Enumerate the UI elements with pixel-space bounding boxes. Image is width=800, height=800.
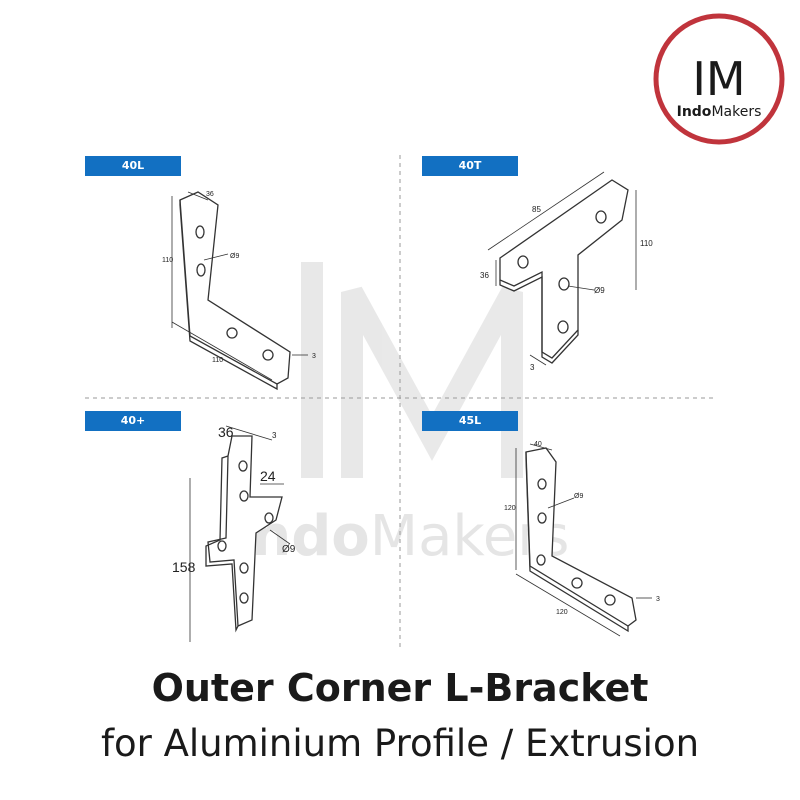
bracket-40L-dimensions: 36 110 110 Ø9 3 bbox=[162, 191, 316, 364]
brand-logo: IM IndoMakers bbox=[653, 13, 785, 145]
bracket-45L-dim: Ø9 bbox=[574, 493, 583, 500]
bracket-45L-dim: 120 bbox=[556, 609, 568, 616]
bracket-40L-dim: 110 bbox=[212, 357, 223, 364]
bracket-40L-plate bbox=[179, 191, 291, 385]
tag-40plus: 40+ bbox=[85, 411, 181, 431]
bracket-40L-edge bbox=[179, 200, 278, 391]
bracket-45L-hole bbox=[604, 594, 616, 606]
bracket-45L-hole bbox=[537, 512, 547, 524]
bracket-45L-plate bbox=[525, 447, 637, 627]
bracket-40T-edge bbox=[499, 275, 579, 364]
logo-wordmark: IndoMakers bbox=[677, 104, 762, 120]
bracket-40T-dim: Ø9 bbox=[594, 286, 605, 295]
bracket-45L-drawing bbox=[515, 443, 652, 637]
quadrant-dividers bbox=[85, 155, 715, 650]
bracket-40T-dim: 3 bbox=[530, 363, 535, 372]
bracket-40T-dim: 36 bbox=[480, 271, 489, 280]
bracket-40L-drawing bbox=[171, 191, 308, 391]
bracket-40plus-edge bbox=[205, 455, 239, 633]
product-title: Outer Corner L-Bracket bbox=[151, 666, 649, 710]
bracket-40T-drawing bbox=[487, 171, 637, 366]
bracket-40L-dim: 110 bbox=[162, 257, 173, 264]
bracket-40plus-drawing bbox=[189, 425, 291, 642]
watermark-monogram bbox=[301, 262, 523, 478]
logo-ring bbox=[653, 13, 785, 145]
bracket-40plus-hole bbox=[238, 460, 248, 472]
bracket-40plus-dimensions: 36 24 158 Ø9 3 bbox=[172, 424, 296, 575]
tag-45L: 45L bbox=[422, 411, 518, 431]
bracket-40L-dim: Ø9 bbox=[230, 253, 239, 260]
product-subtitle: for Aluminium Profile / Extrusion bbox=[100, 722, 700, 765]
bracket-40T-dim: 110 bbox=[640, 239, 653, 248]
bracket-45L-hole bbox=[571, 577, 583, 589]
bracket-45L-dimensions: 40 120 120 Ø9 3 bbox=[504, 441, 660, 616]
bracket-40plus-plate bbox=[207, 435, 283, 627]
bracket-40T-dimensions: 85 110 36 Ø9 3 bbox=[480, 205, 653, 372]
bracket-40T-hole bbox=[517, 255, 529, 269]
bracket-45L-hole bbox=[537, 478, 547, 490]
bracket-40plus-hole bbox=[239, 592, 249, 604]
bracket-40plus-dim: Ø9 bbox=[282, 544, 296, 555]
bracket-45L-edge bbox=[525, 452, 629, 633]
bracket-40plus-dim: 3 bbox=[272, 431, 277, 440]
logo-wordmark-light: Makers bbox=[711, 104, 761, 120]
watermark-wordmark: IndoMakers bbox=[231, 504, 570, 569]
bracket-45L-hole bbox=[536, 554, 546, 566]
bracket-40L-dim: 36 bbox=[206, 191, 214, 198]
bracket-40plus-hole bbox=[264, 512, 274, 524]
bracket-40L-dim: 3 bbox=[312, 353, 316, 360]
bracket-40plus-hole bbox=[239, 490, 249, 502]
bracket-40L-hole bbox=[226, 327, 238, 339]
bracket-45L-dim: 120 bbox=[504, 505, 516, 512]
bracket-45L-dim: 40 bbox=[534, 441, 542, 448]
tag-40L: 40L bbox=[85, 156, 181, 176]
bracket-40L-hole bbox=[262, 349, 274, 361]
bracket-40T-dim: 85 bbox=[532, 205, 541, 214]
bracket-40T-hole bbox=[595, 210, 607, 224]
bracket-40plus-hole bbox=[239, 562, 249, 574]
bracket-40L-hole bbox=[196, 263, 206, 277]
bracket-40T-hole bbox=[558, 277, 570, 291]
bracket-45L-dim: 3 bbox=[656, 596, 660, 603]
bracket-40L-hole bbox=[195, 225, 205, 239]
bracket-40plus-hole bbox=[217, 540, 227, 552]
logo-monogram: IM bbox=[692, 52, 745, 106]
logo-wordmark-bold: Indo bbox=[677, 104, 712, 120]
bracket-40T-hole bbox=[557, 320, 569, 334]
bracket-40plus-dim: 36 bbox=[218, 424, 234, 440]
tag-40T: 40T bbox=[422, 156, 518, 176]
bracket-40T-plate bbox=[499, 179, 629, 359]
bracket-40plus-dim: 24 bbox=[260, 468, 276, 484]
bracket-40plus-dim: 158 bbox=[172, 559, 196, 575]
